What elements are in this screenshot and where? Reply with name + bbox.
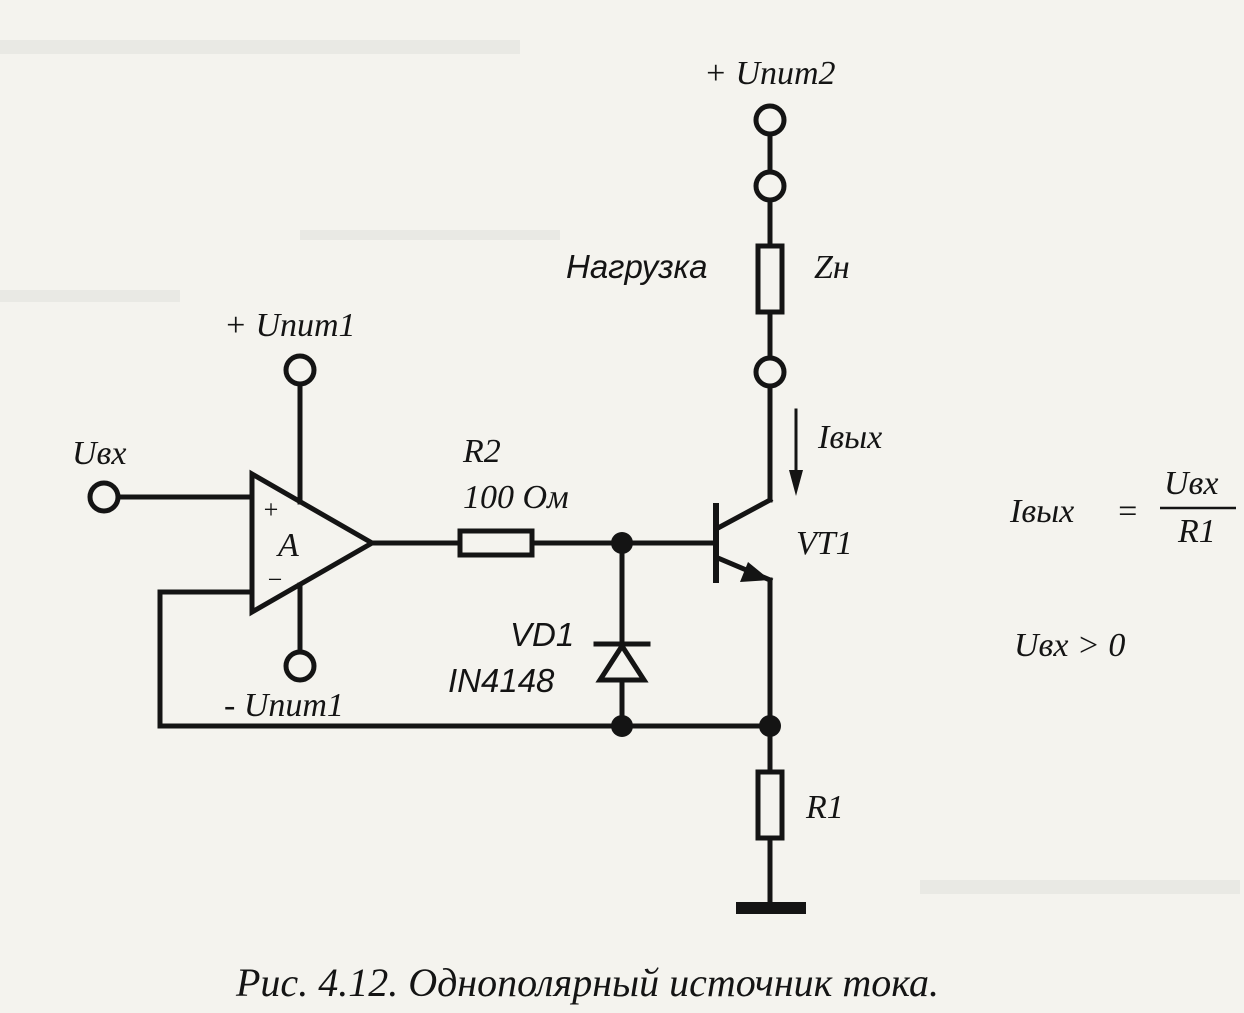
label-opamp-plus: +: [262, 495, 280, 524]
label-iout: Iвых: [817, 419, 882, 456]
label-input: Uвх: [72, 435, 126, 472]
formula-denominator: R1: [1177, 513, 1216, 550]
label-r1: R1: [805, 789, 844, 826]
paper-texture: [0, 40, 1240, 894]
wire-feedback: [157, 589, 773, 729]
label-supply2: + Uпит2: [704, 55, 836, 92]
label-opamp-name: A: [276, 527, 299, 564]
label-supply1-pos: + Uпит1: [224, 307, 356, 344]
label-supply1-neg: - Uпит1: [224, 687, 344, 724]
label-r2-value: 100 Ом: [463, 479, 569, 516]
label-load-name: Zн: [814, 249, 850, 286]
input-terminal: [87, 480, 121, 514]
label-opamp-minus: −: [266, 565, 284, 594]
label-diode-part: IN4148: [448, 662, 555, 699]
junction-emitter: [759, 715, 781, 737]
load-terminal-bottom: [753, 355, 787, 389]
formula: Iвых = Uвх R1 Uвх > 0: [1009, 465, 1236, 664]
junction-diode-bottom: [611, 715, 633, 737]
load-resistor-zn: [755, 243, 785, 315]
supply1-neg-terminal: [283, 649, 317, 683]
label-transistor: VT1: [796, 525, 853, 562]
figure-caption: Рис. 4.12. Однополярный источник тока.: [235, 960, 939, 1005]
formula-eq: =: [1116, 493, 1139, 530]
ground-symbol: [736, 902, 806, 914]
label-r2-name: R2: [462, 433, 501, 470]
transistor-vt1: [713, 496, 774, 584]
resistor-r1: [755, 769, 785, 841]
opamp-a: [249, 469, 378, 617]
current-arrow: [789, 408, 803, 496]
label-load: Нагрузка: [566, 248, 708, 285]
supply1-pos-terminal: [283, 353, 317, 387]
diode-vd1: [593, 641, 651, 683]
resistor-r2: [457, 528, 535, 558]
supply2-terminal: [753, 103, 787, 137]
formula-numerator: Uвх: [1164, 465, 1218, 502]
formula-condition: Uвх > 0: [1014, 627, 1125, 664]
load-terminal-top: [753, 169, 787, 203]
label-diode-name: VD1: [510, 616, 574, 653]
junction-base: [611, 532, 633, 554]
formula-lhs: Iвых: [1009, 493, 1074, 530]
